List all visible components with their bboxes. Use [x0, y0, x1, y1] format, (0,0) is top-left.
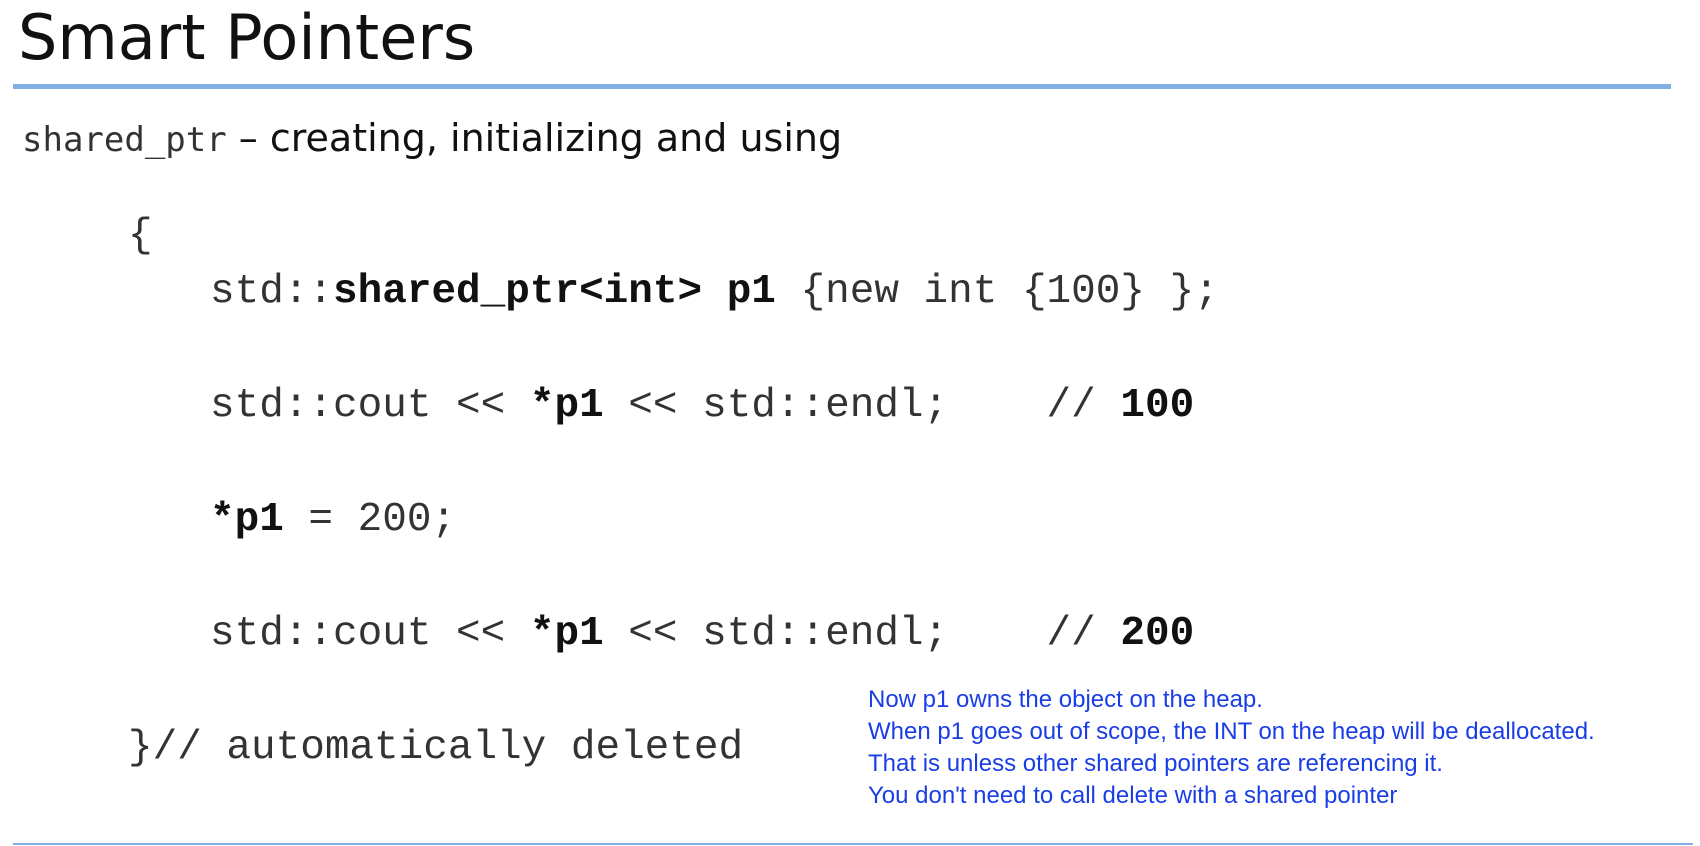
note-line: You don't need to call delete with a sha… — [868, 782, 1398, 809]
code-comment: // — [948, 383, 1121, 429]
note-line: That is unless other shared pointers are… — [868, 750, 1443, 777]
title-divider — [13, 84, 1671, 89]
code-cout-prefix: std::cout << — [210, 611, 530, 657]
code-comment: // — [948, 611, 1121, 657]
code-line-declaration: std::shared_ptr<int> p1 {new int {100} }… — [210, 266, 1219, 318]
code-open-brace: { — [128, 213, 153, 259]
code-output-value: 100 — [1120, 383, 1195, 429]
code-cout-suffix: << std::endl; — [603, 383, 949, 429]
code-dereference: *p1 — [210, 497, 284, 543]
code-dereference: *p1 — [529, 611, 604, 657]
note-line: When p1 goes out of scope, the INT on th… — [868, 718, 1595, 745]
bottom-divider — [13, 843, 1693, 845]
code-output-value: 200 — [1120, 611, 1195, 657]
subtitle-code: shared_ptr — [22, 120, 227, 160]
annotation-note: Now p1 owns the object on the heap. When… — [868, 684, 1595, 812]
code-closing-comment: }// automatically deleted — [128, 725, 744, 771]
code-line-cout-1: std::cout << *p1 << std::endl; // 100 — [210, 380, 1194, 432]
code-cout-prefix: std::cout << — [210, 383, 530, 429]
slide-title: Smart Pointers — [18, 1, 476, 74]
code-declaration: shared_ptr<int> p1 — [333, 269, 776, 315]
code-line-cout-2: std::cout << *p1 << std::endl; // 200 — [210, 608, 1194, 660]
slide-subtitle: shared_ptr – creating, initializing and … — [22, 110, 842, 166]
code-namespace: std:: — [210, 269, 334, 315]
code-cout-suffix: << std::endl; — [603, 611, 949, 657]
note-line: Now p1 owns the object on the heap. — [868, 686, 1263, 713]
code-dereference: *p1 — [529, 383, 604, 429]
code-assignment: = 200; — [283, 497, 457, 543]
subtitle-text: – creating, initializing and using — [226, 116, 843, 160]
code-initializer: {new int {100} }; — [775, 269, 1219, 315]
code-line-assignment: *p1 = 200; — [210, 494, 456, 546]
